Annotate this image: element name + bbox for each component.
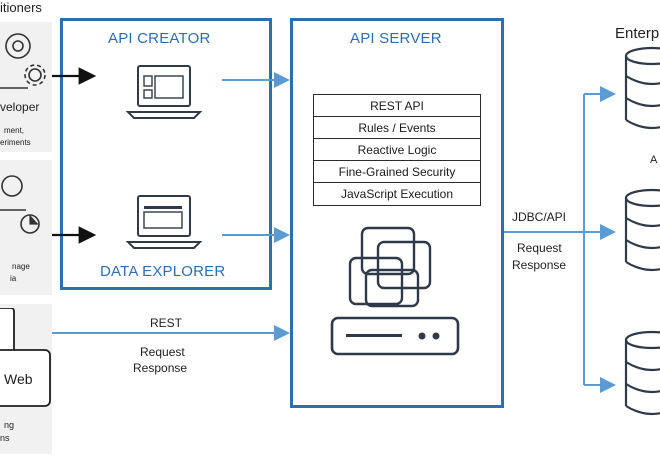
data-manager-caption-2: ia xyxy=(10,274,17,283)
laptop-icon-data-explorer xyxy=(125,195,203,249)
web-title: Web xyxy=(4,371,33,387)
data-manager-caption-1: nage xyxy=(12,262,30,271)
web-caption-1: ng xyxy=(4,420,15,430)
rest-request-label: Request xyxy=(140,345,185,359)
database-icon-3 xyxy=(624,330,660,416)
jdbc-request-label: Request xyxy=(517,241,562,255)
practitioners-heading: itioners xyxy=(0,0,42,15)
data-explorer-title: DATA EXPLORER xyxy=(100,263,226,280)
developer-panel xyxy=(0,22,52,152)
web-caption-2: ns xyxy=(0,433,10,443)
developer-caption-2: eriments xyxy=(0,138,31,147)
database-icon-1 xyxy=(624,46,660,130)
api-server-title: API SERVER xyxy=(350,30,442,47)
data-manager-panel xyxy=(0,160,52,295)
rest-response-label: Response xyxy=(133,361,188,375)
api-creator-title: API CREATOR xyxy=(108,30,211,47)
feature-javascript-execution: JavaScript Execution xyxy=(340,187,454,201)
developer-person-icon xyxy=(0,33,31,89)
person-chart-icon xyxy=(0,175,40,234)
database-1-label: A xyxy=(650,154,658,166)
rest-label: REST xyxy=(150,316,183,330)
developer-title: veloper xyxy=(0,100,40,114)
enterprise-title: Enterp xyxy=(615,25,660,42)
jdbc-response-label: Response xyxy=(512,258,567,272)
feature-rest-api: REST API xyxy=(314,95,480,117)
laptop-icon-api-creator xyxy=(125,65,203,119)
jdbc-api-label: JDBC/API xyxy=(512,210,567,224)
server-stack-icon xyxy=(330,226,460,356)
gear-icon xyxy=(24,64,46,86)
developer-caption-1: ment, xyxy=(4,126,25,135)
web-window-icon xyxy=(0,308,51,407)
feature-rules-events: Rules / Events xyxy=(314,117,480,139)
feature-fine-grained-security: Fine-Grained Security xyxy=(314,161,480,183)
database-icon-2 xyxy=(624,188,660,272)
feature-list: REST API Rules / Events Reactive Logic F… xyxy=(313,94,481,206)
feature-reactive-logic: Reactive Logic xyxy=(314,139,480,161)
